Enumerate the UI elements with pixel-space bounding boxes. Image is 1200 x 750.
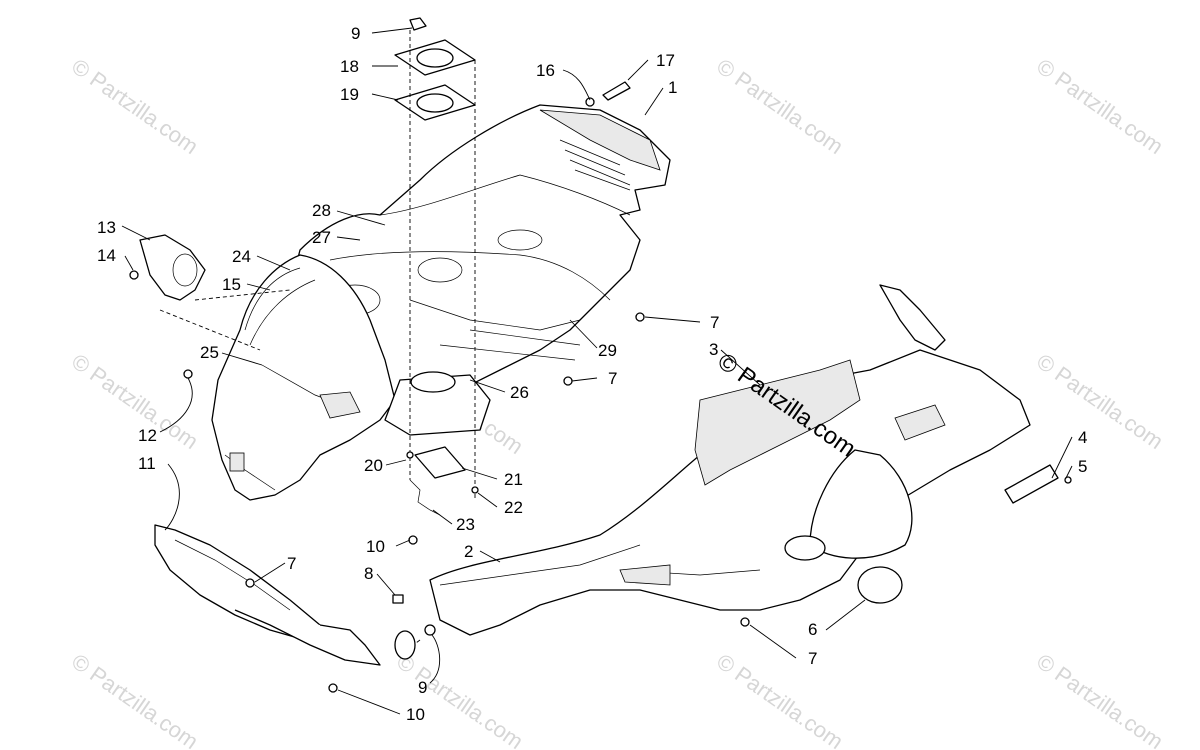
watermark: © Partzilla.com <box>1032 54 1168 160</box>
callout-13: 13 <box>97 218 116 237</box>
callout-21: 21 <box>504 470 523 489</box>
decal-plate-part <box>1004 464 1059 504</box>
foam-block-part <box>694 359 861 486</box>
belly-pan-part <box>289 104 671 401</box>
callout-24: 24 <box>232 247 251 266</box>
callout-6: 6 <box>808 620 817 639</box>
watermark: © Partzilla.com <box>1032 349 1168 455</box>
callout-23: 23 <box>456 515 475 534</box>
callout-2: 2 <box>464 542 473 561</box>
callout-17: 17 <box>656 51 675 70</box>
callout-1: 1 <box>668 78 677 97</box>
watermark: © Partzilla.com <box>67 649 203 750</box>
callout-25: 25 <box>200 343 219 362</box>
callout-18: 18 <box>340 57 359 76</box>
callout-15: 15 <box>222 275 241 294</box>
callout-4: 4 <box>1078 428 1087 447</box>
callout-7c: 7 <box>287 554 296 573</box>
callout-8: 8 <box>364 564 373 583</box>
callout-labels: 1 2 3 4 5 6 7 7 7 7 8 9 9 10 10 11 12 13… <box>97 24 1087 724</box>
watermark: © Partzilla.com <box>392 649 528 750</box>
callout-7a: 7 <box>710 313 719 332</box>
assembly-lines <box>159 30 476 656</box>
small-plate-parts <box>409 446 466 516</box>
leader-lines <box>121 27 1073 715</box>
watermark: © Partzilla.com <box>712 649 848 750</box>
callout-7d: 7 <box>808 649 817 668</box>
watermark: © Partzilla.com <box>712 54 848 160</box>
gasket-parts <box>394 17 476 121</box>
fastener-parts <box>129 81 1072 693</box>
callout-12: 12 <box>138 426 157 445</box>
callout-20: 20 <box>364 456 383 475</box>
callout-9a: 9 <box>351 24 360 43</box>
watermark: © Partzilla.com <box>67 54 203 160</box>
callout-11: 11 <box>138 454 156 473</box>
callout-22: 22 <box>504 498 523 517</box>
callout-14: 14 <box>97 246 116 265</box>
callout-7b: 7 <box>608 369 617 388</box>
plug-part <box>857 566 903 604</box>
callout-10a: 10 <box>366 537 385 556</box>
callout-5: 5 <box>1078 457 1087 476</box>
callout-27: 27 <box>312 228 331 247</box>
callout-16: 16 <box>536 61 555 80</box>
boot-part <box>139 234 206 301</box>
callout-29: 29 <box>598 341 617 360</box>
floor-plate-part <box>384 371 491 436</box>
callout-3: 3 <box>709 340 718 359</box>
watermark: © Partzilla.com <box>1032 649 1168 750</box>
callout-10b: 10 <box>406 705 425 724</box>
callout-9b: 9 <box>418 678 427 697</box>
nose-pan-part <box>429 284 1031 636</box>
front-bumper-pan-part <box>154 524 381 666</box>
left-side-panel-part <box>211 254 396 501</box>
callout-28: 28 <box>312 201 331 220</box>
callout-26: 26 <box>510 383 529 402</box>
watermark: © Partzilla.com <box>67 349 203 455</box>
callout-19: 19 <box>340 85 359 104</box>
